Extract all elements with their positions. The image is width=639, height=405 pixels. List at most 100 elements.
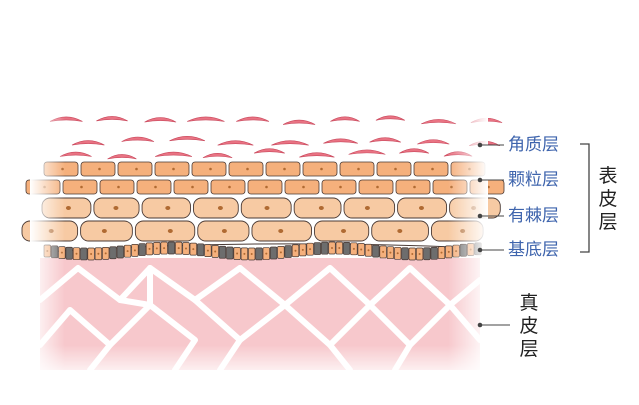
corneum-flake bbox=[202, 152, 233, 159]
basal-cell bbox=[167, 241, 176, 255]
granular-nucleus bbox=[246, 167, 249, 171]
basal-nucleus bbox=[236, 252, 239, 255]
granular-cell bbox=[358, 179, 394, 195]
basal-cell bbox=[80, 247, 88, 261]
basal-nucleus bbox=[243, 252, 246, 255]
spinous-nucleus bbox=[364, 206, 370, 210]
granular-nucleus bbox=[191, 185, 194, 189]
granular-nucleus bbox=[320, 167, 323, 171]
granular-nucleus bbox=[154, 185, 157, 189]
epidermis-bracket bbox=[580, 143, 590, 253]
corneum-flake bbox=[330, 116, 360, 122]
edge-fade bbox=[30, 110, 490, 380]
basal-nucleus bbox=[279, 251, 282, 254]
spinous-nucleus bbox=[113, 206, 119, 210]
basal-nucleus bbox=[133, 249, 136, 252]
basal-cell bbox=[226, 246, 234, 260]
corneum-flake bbox=[236, 116, 270, 122]
granular-cell bbox=[117, 161, 153, 177]
fade-left bbox=[30, 110, 65, 380]
basal-nucleus bbox=[177, 247, 180, 250]
corneum-flake bbox=[96, 116, 128, 122]
granular-cell bbox=[191, 161, 227, 177]
corneum-flake bbox=[144, 117, 177, 123]
spinous-nucleus bbox=[318, 206, 324, 210]
corneum-flake bbox=[299, 152, 335, 158]
basal-nucleus bbox=[389, 251, 392, 254]
granular-cell bbox=[413, 161, 449, 177]
basal-nucleus bbox=[163, 247, 166, 250]
corneum-flake bbox=[417, 139, 450, 145]
basal-nucleus bbox=[352, 247, 355, 250]
corneum-layer bbox=[49, 115, 503, 160]
granular-cell bbox=[173, 179, 209, 195]
basal-layer bbox=[43, 241, 482, 261]
granular-cell bbox=[339, 161, 375, 177]
basal-nucleus bbox=[418, 252, 421, 255]
basal-nucleus bbox=[367, 249, 370, 252]
basal-nucleus bbox=[265, 252, 268, 255]
corneum-flake bbox=[121, 136, 155, 142]
spinous-layer bbox=[21, 197, 501, 242]
basal-cell bbox=[116, 245, 124, 259]
label-dermis: 真皮层 bbox=[519, 292, 539, 360]
granular-nucleus bbox=[209, 167, 212, 171]
leader-dot-granulosum bbox=[477, 177, 483, 183]
corneum-flake bbox=[399, 148, 430, 154]
spinous-nucleus bbox=[101, 229, 107, 233]
basal-nucleus bbox=[309, 248, 312, 251]
spinous-nucleus bbox=[418, 206, 424, 210]
corneum-flake bbox=[282, 119, 316, 125]
granular-nucleus bbox=[135, 167, 138, 171]
granular-nucleus bbox=[357, 167, 360, 171]
basal-nucleus bbox=[294, 249, 297, 252]
basal-nucleus bbox=[250, 252, 253, 255]
granular-nucleus bbox=[376, 185, 379, 189]
label-stratum-corneum: 角质层 bbox=[508, 135, 559, 155]
granular-nucleus bbox=[80, 185, 83, 189]
granular-cell bbox=[99, 179, 135, 195]
corneum-flake bbox=[71, 140, 105, 146]
leader-dot-spinosum bbox=[477, 213, 483, 219]
basal-nucleus bbox=[440, 251, 443, 254]
leader-lines bbox=[477, 142, 590, 328]
leader-dot-dermis bbox=[477, 322, 483, 328]
corneum-flake bbox=[155, 151, 193, 157]
label-stratum-basale: 基底层 bbox=[508, 240, 559, 260]
granular-cell bbox=[321, 179, 357, 195]
basal-cell bbox=[255, 247, 263, 261]
spinous-nucleus bbox=[264, 206, 270, 210]
basal-nucleus bbox=[126, 250, 129, 253]
granular-cell bbox=[302, 161, 338, 177]
dermis-fiber bbox=[117, 297, 153, 308]
granular-nucleus bbox=[172, 167, 175, 171]
basal-nucleus bbox=[155, 247, 158, 250]
basal-cell bbox=[372, 244, 380, 258]
basal-cell bbox=[423, 247, 431, 261]
basal-nucleus bbox=[104, 252, 107, 255]
basal-cell bbox=[109, 246, 117, 260]
basal-cell bbox=[196, 243, 205, 257]
basal-nucleus bbox=[206, 249, 209, 252]
basal-nucleus bbox=[97, 252, 100, 255]
basal-nucleus bbox=[185, 247, 187, 250]
granular-nucleus bbox=[431, 167, 434, 171]
granular-cell bbox=[265, 161, 301, 177]
granular-nucleus bbox=[394, 167, 397, 171]
basal-nucleus bbox=[301, 248, 304, 251]
basal-nucleus bbox=[396, 252, 399, 255]
granular-nucleus bbox=[228, 185, 231, 189]
basal-cell bbox=[138, 243, 146, 256]
spinous-nucleus bbox=[217, 206, 223, 210]
granular-layer bbox=[25, 161, 505, 195]
granular-nucleus bbox=[98, 167, 101, 171]
granular-cell bbox=[376, 161, 412, 177]
basal-nucleus bbox=[214, 250, 217, 253]
spinous-nucleus bbox=[341, 229, 347, 233]
granular-nucleus bbox=[413, 185, 416, 189]
spinous-cell bbox=[134, 220, 196, 242]
corneum-flake bbox=[323, 138, 358, 144]
granular-cell bbox=[62, 179, 98, 195]
basal-nucleus bbox=[75, 252, 78, 255]
